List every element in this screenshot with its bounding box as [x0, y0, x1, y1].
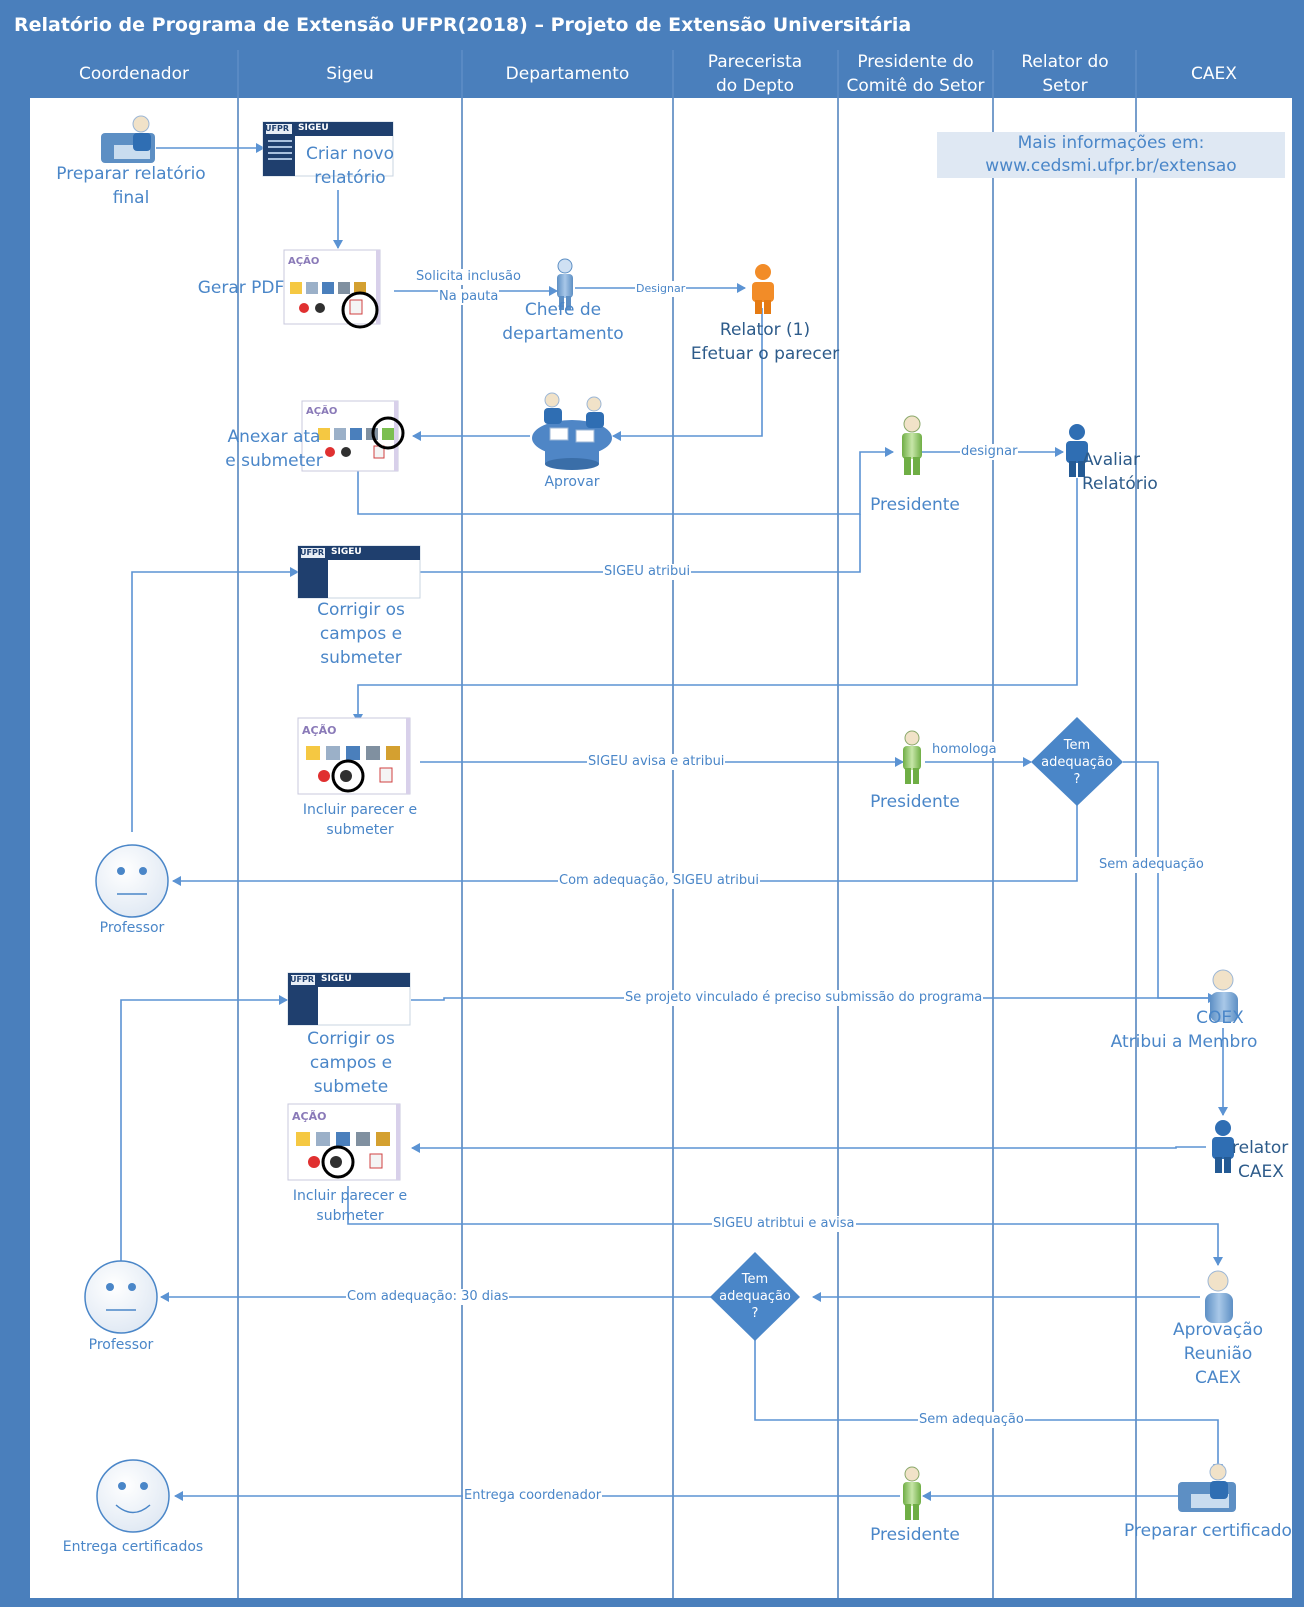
screen-1-sigeu: SIGEU — [298, 123, 329, 133]
label-designar-2: designar — [960, 444, 1019, 460]
node-relator-caex-a: relator — [1232, 1138, 1289, 1158]
presidente-2-icon — [903, 730, 921, 784]
decision-2-label: Tem adequação ? — [719, 1272, 791, 1321]
lane-header-coordenador: Coordenador — [79, 64, 189, 84]
chefe-person-icon — [557, 258, 573, 310]
label-na-pauta: Na pauta — [438, 289, 500, 305]
label-sem-adequacao-2: Sem adequação — [918, 1412, 1025, 1428]
avaliar-person-icon — [1066, 424, 1088, 477]
aprovacao-person-icon — [1205, 1270, 1233, 1323]
decision-diamond-2 — [710, 1252, 800, 1341]
lane-header-bar — [0, 50, 1304, 98]
screen-1-ufpr: UFPR — [265, 124, 289, 133]
node-relator-1: Relator (1) — [719, 320, 811, 340]
screen-3-sigeu: SIGEU — [321, 974, 352, 984]
label-com-adequacao-2: Com adequação: 30 dias — [346, 1289, 510, 1305]
node-criar-relatorio: Criar novo relatório — [305, 144, 395, 188]
connector-lines — [120, 143, 1228, 1501]
node-incluir-parecer-2: Incluir parecer e submeter — [292, 1188, 408, 1224]
acao-label-3: AÇÃO — [302, 724, 337, 737]
label-solicita-inclusao: Solicita inclusão — [415, 269, 522, 285]
node-presidente-1: Presidente — [870, 495, 960, 515]
aprovar-meeting-icon — [532, 392, 612, 470]
label-sigeu-avisa: SIGEU avisa e atribui — [587, 754, 726, 770]
label-se-projeto: Se projeto vinculado é preciso submissão… — [624, 990, 984, 1006]
entrega-face-icon — [96, 1459, 170, 1533]
presidente-3-icon — [903, 1466, 921, 1520]
right-band — [1292, 0, 1304, 1607]
lane-header-relator-setor: Relator do Setor — [1021, 52, 1109, 96]
lane-header-departamento: Departamento — [505, 64, 630, 84]
label-sem-adequacao-1: Sem adequação — [1098, 857, 1205, 873]
certificado-workstation-icon — [1178, 1463, 1236, 1512]
lane-header-caex: CAEX — [1191, 64, 1237, 84]
decision-diamond-1 — [1031, 717, 1123, 806]
sigeu-screen-3-icon — [287, 972, 411, 1026]
node-efetuar-parecer: Efetuar o parecer — [690, 344, 840, 364]
lane-header-sigeu: Sigeu — [326, 64, 374, 84]
presidente-1-icon — [902, 415, 922, 475]
node-preparar-relatorio: Preparar relatório final — [56, 164, 206, 208]
node-professor-1: Professor — [99, 920, 165, 936]
sigeu-screen-1-icon — [262, 121, 394, 177]
label-homologa: homologa — [931, 742, 998, 758]
label-sigeu-atribtui: SIGEU atribtui e avisa — [712, 1216, 856, 1232]
title-bar — [0, 0, 1304, 50]
professor-face-2-icon — [84, 1260, 158, 1334]
node-aprovar: Aprovar — [544, 474, 600, 490]
node-presidente-3: Presidente — [870, 1525, 960, 1545]
lane-separators — [237, 50, 1137, 1598]
node-relator-caex-b: CAEX — [1238, 1162, 1284, 1182]
label-sigeu-atribui: SIGEU atribui — [603, 564, 692, 580]
acao-label-2: AÇÃO — [306, 406, 338, 417]
acao-label-4: AÇÃO — [292, 1110, 327, 1123]
left-band — [0, 0, 30, 1607]
page-title: Relatório de Programa de Extensão UFPR(2… — [14, 14, 912, 36]
node-entrega-certificados: Entrega certificados — [62, 1539, 204, 1555]
node-incluir-parecer-1: Incluir parecer e submeter — [302, 802, 418, 838]
label-entrega-coordenador: Entrega coordenador — [463, 1488, 603, 1504]
relator-orange-icon — [752, 264, 774, 314]
acao-panel-parecer-1-icon — [297, 717, 411, 795]
node-preparar-certificado: Preparar certificado — [1124, 1521, 1292, 1541]
label-designar-1: Designar — [635, 281, 687, 297]
label-com-adequacao-1: Com adequação, SIGEU atribui — [558, 873, 760, 889]
acao-label-1: AÇÃO — [288, 256, 320, 267]
info-note-link[interactable]: www.cedsmi.ufpr.br/extensao — [985, 156, 1237, 176]
node-atribui-membro: Atribui a Membro — [1110, 1032, 1258, 1052]
node-corrigir-campos-2: Corrigir os campos e submete — [307, 1029, 395, 1097]
lane-header-parecerista: Parecerista do Depto — [707, 52, 803, 96]
node-avaliar-relatorio: Avaliar Relatório — [1082, 450, 1158, 494]
preparar-workstation-icon — [101, 115, 155, 163]
node-chefe-departamento: Chefe de departamento — [502, 300, 624, 344]
decision-1-label: Tem adequação ? — [1041, 738, 1113, 787]
acao-panel-anexar-icon — [301, 400, 405, 472]
coex-person-icon — [1210, 969, 1238, 1022]
screen-2-ufpr: UFPR — [300, 548, 324, 557]
sigeu-screen-2-icon — [297, 545, 421, 599]
node-gerar-pdf: Gerar PDF — [197, 278, 285, 298]
bottom-band — [0, 1598, 1304, 1607]
acao-panel-pdf-icon — [283, 249, 381, 329]
info-note-line1: Mais informações em: — [1017, 133, 1205, 153]
node-corrigir-campos-1: Corrigir os campos e submeter — [317, 600, 405, 668]
node-presidente-2: Presidente — [870, 792, 960, 812]
professor-face-1-icon — [95, 844, 169, 918]
node-professor-2: Professor — [88, 1337, 154, 1353]
acao-panel-parecer-2-icon — [287, 1103, 401, 1181]
node-anexar-ata: Anexar ata e submeter — [225, 427, 323, 471]
screen-3-ufpr: UFPR — [290, 975, 314, 984]
info-note: Mais informações em: www.cedsmi.ufpr.br/… — [937, 132, 1285, 178]
relator-caex-icon — [1212, 1120, 1234, 1173]
screen-2-sigeu: SIGEU — [331, 547, 362, 557]
node-aprovacao-reuniao: Aprovação Reunião CAEX — [1172, 1320, 1264, 1388]
lane-header-presidente-comite: Presidente do Comitê do Setor — [846, 52, 985, 96]
node-coex: COEX — [1196, 1008, 1244, 1028]
